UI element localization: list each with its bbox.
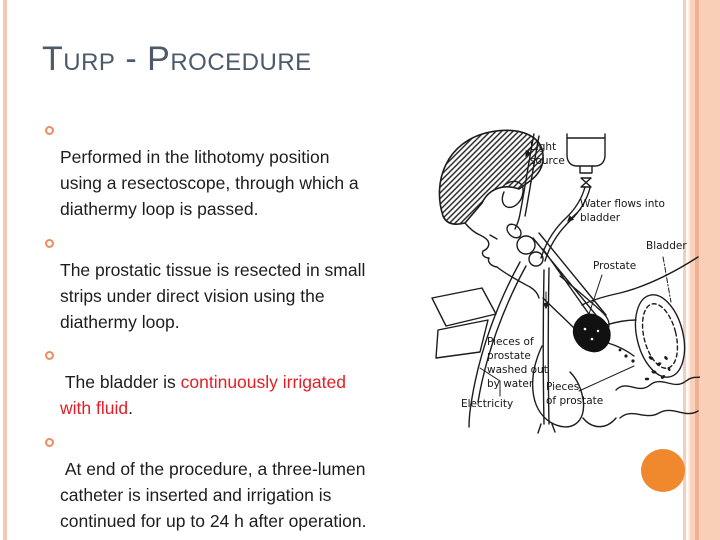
bullet-text: The bladder is	[60, 372, 181, 392]
slide-title: Turp - Procedure	[42, 40, 312, 78]
bullet-text: The prostatic tissue is resected in smal…	[60, 259, 366, 332]
resectoscope-eyepiece	[506, 223, 522, 239]
right-accent-bar	[680, 0, 720, 540]
bullet-icon	[45, 238, 54, 248]
diathermy-cable	[468, 261, 527, 428]
surgeon-eye	[489, 234, 498, 240]
bowel-lines	[582, 376, 700, 428]
light-cable-arrow	[525, 146, 532, 158]
label-bladder: Bladder	[646, 240, 687, 252]
resectoscope-ring	[516, 235, 536, 255]
electricity-leader-line	[479, 367, 501, 397]
bullet-text: Performed in the lithotomy position usin…	[60, 147, 359, 219]
label-light-source: Light source	[530, 141, 565, 167]
turp-diagram-lineart	[431, 129, 700, 434]
bullet-icon	[45, 126, 54, 135]
water-arrow	[567, 208, 582, 222]
resectoscope-shaft	[532, 232, 607, 325]
left-accent-stripe	[3, 0, 7, 540]
pieces-leader-line	[578, 365, 635, 392]
prostate-blob	[572, 313, 611, 353]
bullet-text-highlight: continuously irrigated with fluid	[60, 372, 346, 418]
prostate-speckles	[583, 327, 600, 341]
bladder-shape	[634, 294, 686, 378]
bullet-list: Performed in the lithotomy position usin…	[45, 118, 447, 540]
bullet-item: The bladder is continuously irrigated wi…	[45, 343, 447, 421]
iv-bottle	[566, 133, 606, 167]
bullet-item: The prostatic tissue is resected in smal…	[45, 231, 447, 335]
scrotum-outline	[532, 345, 585, 428]
label-pieces-of-prostate: Pieces of prostate	[546, 381, 604, 407]
resectoscope-ring	[528, 251, 544, 267]
outflow-tube	[537, 267, 556, 434]
surgeon-ear	[501, 180, 524, 209]
label-electricity: Electricity	[461, 398, 514, 410]
bullet-icon	[45, 351, 54, 360]
bullet-icon	[45, 437, 54, 447]
label-water-flows-into-bladder: Water flows into bladder	[580, 198, 665, 224]
turp-procedure-illustration: Light source Water flows into bladder Bl…	[430, 128, 700, 463]
bullet-text: At end of the procedure, a three-lumen c…	[60, 458, 367, 531]
bullet-text: .	[128, 398, 133, 418]
surgeon-cap	[438, 129, 544, 225]
bullet-item: Performed in the lithotomy position usin…	[45, 118, 447, 222]
surgeon-face	[464, 222, 540, 299]
bladder-leader-line	[662, 256, 672, 303]
prostate-leader-line	[588, 274, 603, 315]
label-pieces-washed-out: Pieces of prostate washed out by water	[487, 336, 548, 390]
iv-valve	[579, 165, 593, 188]
label-prostate: Prostate	[593, 260, 637, 272]
prostate-pieces-flecks	[618, 348, 671, 381]
bullet-item: At end of the procedure, a three-lumen c…	[45, 430, 447, 534]
accent-circle	[641, 449, 685, 492]
bladder-neck	[605, 319, 637, 357]
